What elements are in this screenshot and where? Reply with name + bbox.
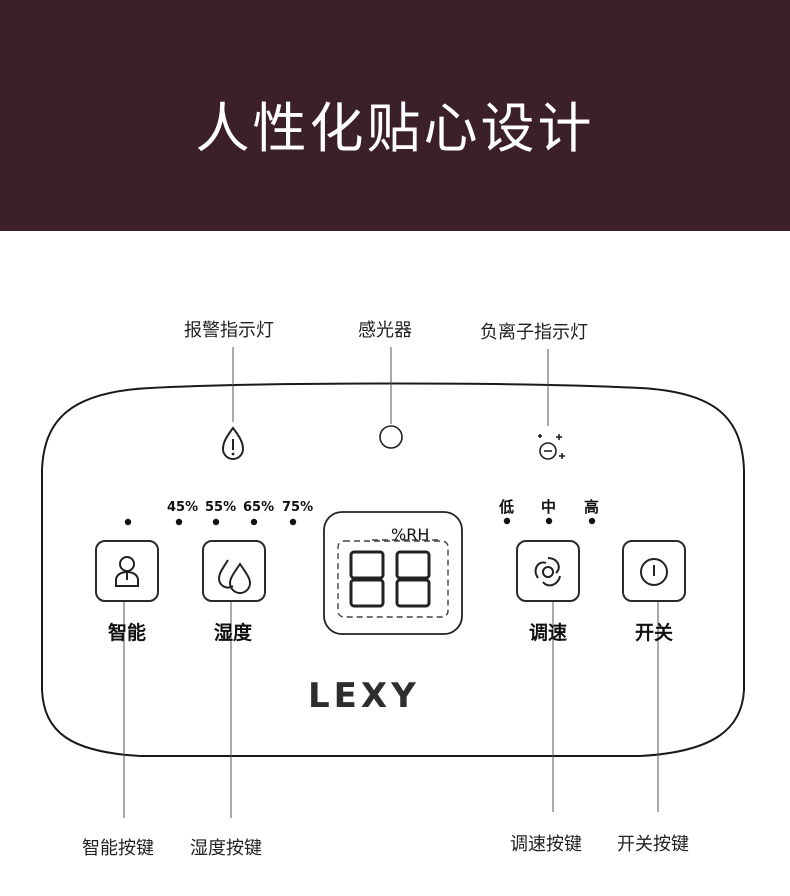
water-drops-icon	[217, 559, 252, 594]
humidity-level-65: 65%	[243, 500, 275, 515]
digit-two	[395, 550, 431, 608]
panel-outline	[41, 382, 745, 757]
humidity-button[interactable]	[202, 540, 266, 602]
humidity-button-caption: 湿度	[214, 622, 253, 644]
light-sensor-label: 感光器	[358, 320, 412, 341]
header-banner: 人性化贴心设计	[0, 0, 790, 231]
digit-display	[323, 511, 463, 635]
sensor-icon	[379, 425, 403, 449]
speed-button-label: 调速按键	[510, 834, 582, 855]
speed-level-mid: 中	[541, 498, 557, 516]
humidity-level-75: 75%	[282, 500, 314, 515]
humidity-level-55: 55%	[205, 500, 237, 515]
speed-level-high: 高	[584, 498, 600, 516]
ion-light-label: 负离子指示灯	[480, 322, 588, 343]
alarm-light-label: 报警指示灯	[184, 320, 274, 341]
power-button-caption: 开关	[635, 622, 674, 644]
person-icon	[115, 556, 139, 587]
fan-swirl-icon	[534, 557, 561, 587]
banner-title: 人性化贴心设计	[195, 97, 595, 160]
brand-logo: LEXY	[308, 676, 420, 716]
display-unit: %RH	[391, 525, 430, 544]
speed-level-low: 低	[499, 498, 515, 516]
speed-button[interactable]	[516, 540, 580, 602]
smart-button-caption: 智能	[108, 622, 147, 644]
speed-button-caption: 调速	[529, 622, 568, 644]
smart-button[interactable]	[95, 540, 159, 602]
display-digits	[349, 550, 431, 608]
power-button-label: 开关按键	[617, 834, 689, 855]
smart-button-label: 智能按键	[82, 838, 154, 859]
humidity-level-45: 45%	[167, 500, 199, 515]
power-button[interactable]	[622, 540, 686, 602]
digit-one	[349, 550, 385, 608]
humidity-button-label: 湿度按键	[190, 838, 262, 859]
alarm-drop-icon	[221, 426, 245, 460]
power-icon	[640, 558, 668, 586]
indicator-dots	[124, 517, 596, 526]
ion-icon	[538, 434, 565, 460]
